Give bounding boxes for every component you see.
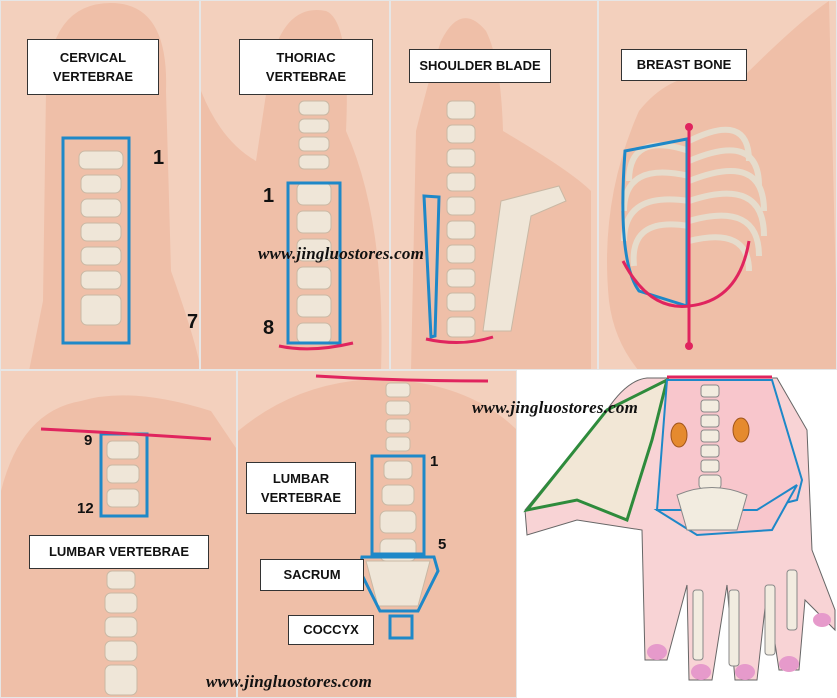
panel-lumbar-sacrum: LUMBAR VERTEBRAE 1 5 SACRUM COCCYX (237, 370, 517, 698)
lumbar-low-label: LUMBAR VERTEBRAE (29, 535, 209, 569)
shoulder-curve (425, 335, 494, 345)
shoulder-blade-bone (482, 185, 567, 332)
lumbar-sacrum-illustration (238, 374, 516, 697)
lumbar-low-spine (104, 440, 140, 696)
hand-map-illustration (523, 375, 836, 681)
watermark-middle: www.jingluostores.com (472, 398, 639, 417)
thoracic-spine (296, 100, 332, 344)
thumb-region (523, 377, 670, 522)
panel-lumbar-low: 9 12 LUMBAR VERTEBRAE (0, 370, 237, 698)
lumbar-low-end-number: 12 (77, 500, 94, 517)
breast-label: BREAST BONE (621, 49, 747, 81)
cervical-spine (78, 150, 124, 326)
sternum-top-dot (685, 123, 693, 131)
cervical-outline (61, 136, 131, 345)
watermark-top: www.jingluostores.com (258, 244, 425, 263)
lumbar-low-start-number: 9 (84, 432, 93, 449)
panel-shoulder-blade: SHOULDER BLADE (390, 0, 598, 370)
shoulder-label: SHOULDER BLADE (409, 49, 551, 83)
panel-thoracic: THORIAC VERTEBRAE 1 8 (200, 0, 390, 370)
cervical-start-number: 1 (153, 147, 165, 169)
kidney-left (670, 422, 688, 448)
hand-bones (676, 384, 798, 667)
thoracic-outline (286, 181, 342, 345)
thoracic-end-number: 8 (263, 317, 275, 339)
panel-hand-map (517, 370, 837, 698)
breast-outline (621, 137, 689, 309)
lumbar-sacrum-lumbar-label: LUMBAR VERTEBRAE (246, 462, 356, 514)
cervical-label: CERVICAL VERTEBRAE (27, 39, 159, 95)
lumbar-low-curve (40, 427, 212, 441)
panel-breast-bone: BREAST BONE (598, 0, 837, 370)
kidney-right (732, 417, 750, 443)
breast-curve (621, 240, 751, 308)
thoracic-label: THORIAC VERTEBRAE (239, 39, 373, 95)
lumbar-sacrum-end-number: 5 (438, 536, 447, 553)
fingertips (647, 613, 831, 680)
thoracic-illustration (201, 10, 382, 369)
coccyx-outline (388, 614, 414, 640)
lumbar-sacrum-start-number: 1 (430, 453, 439, 470)
cervical-end-number: 7 (187, 311, 199, 333)
shoulder-spine (446, 100, 476, 338)
lumbar-sacrum-curve (315, 374, 489, 383)
sacrum-label: SACRUM (260, 559, 364, 591)
thoracic-curve (278, 341, 354, 351)
thoracic-start-number: 1 (263, 185, 275, 207)
shoulder-outline (422, 194, 441, 339)
sternum-bottom-dot (685, 342, 693, 350)
shoulder-illustration (411, 18, 591, 369)
coccyx-label: COCCYX (288, 615, 374, 645)
watermark-bottom: www.jingluostores.com (206, 672, 373, 691)
lumbar-sacrum-outline (370, 454, 426, 556)
breast-illustration (607, 1, 836, 369)
panel-cervical: CERVICAL VERTEBRAE 1 7 (0, 0, 200, 370)
